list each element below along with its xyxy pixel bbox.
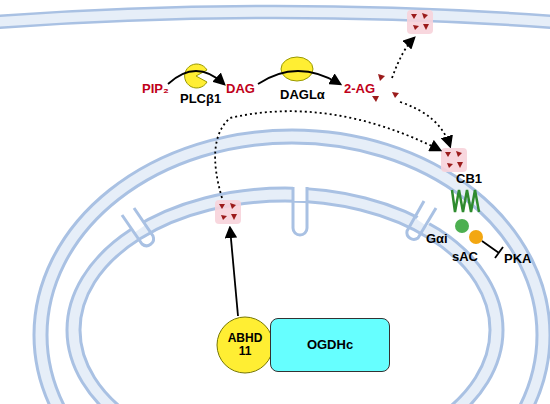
inner-membrane	[67, 188, 503, 404]
enzyme-circle: ABHD11	[216, 316, 274, 374]
cristae	[122, 185, 436, 246]
plc-enzyme	[185, 64, 207, 88]
text-label: sAC	[452, 250, 478, 263]
text-label: PKA	[504, 252, 531, 265]
reaction-arrow	[258, 71, 340, 84]
text-label: PIP₂	[142, 82, 169, 95]
galpha-protein	[455, 219, 469, 233]
release-arrow	[230, 228, 238, 316]
inhibition-line	[482, 241, 503, 258]
node-text: ABHD11	[226, 332, 264, 358]
cb1-receptor	[452, 190, 479, 212]
sac-enzyme	[469, 230, 483, 244]
text-label: PLCβ1	[180, 92, 221, 105]
text-label: Gαi	[426, 232, 448, 245]
reaction-arrow	[168, 71, 224, 84]
node-text: OGDHc	[307, 338, 353, 352]
text-label: DAGLα	[280, 88, 325, 101]
dagl-enzyme	[281, 57, 313, 81]
text-label: 2-AG	[344, 82, 375, 95]
text-label: CB1	[456, 172, 482, 185]
text-label: DAG	[226, 82, 255, 95]
transport-arrows	[215, 38, 450, 198]
outer-membrane	[34, 130, 550, 404]
complex-box: OGDHc	[270, 318, 390, 372]
plasma-membrane	[0, 6, 550, 28]
2ag-molecules	[372, 74, 399, 102]
